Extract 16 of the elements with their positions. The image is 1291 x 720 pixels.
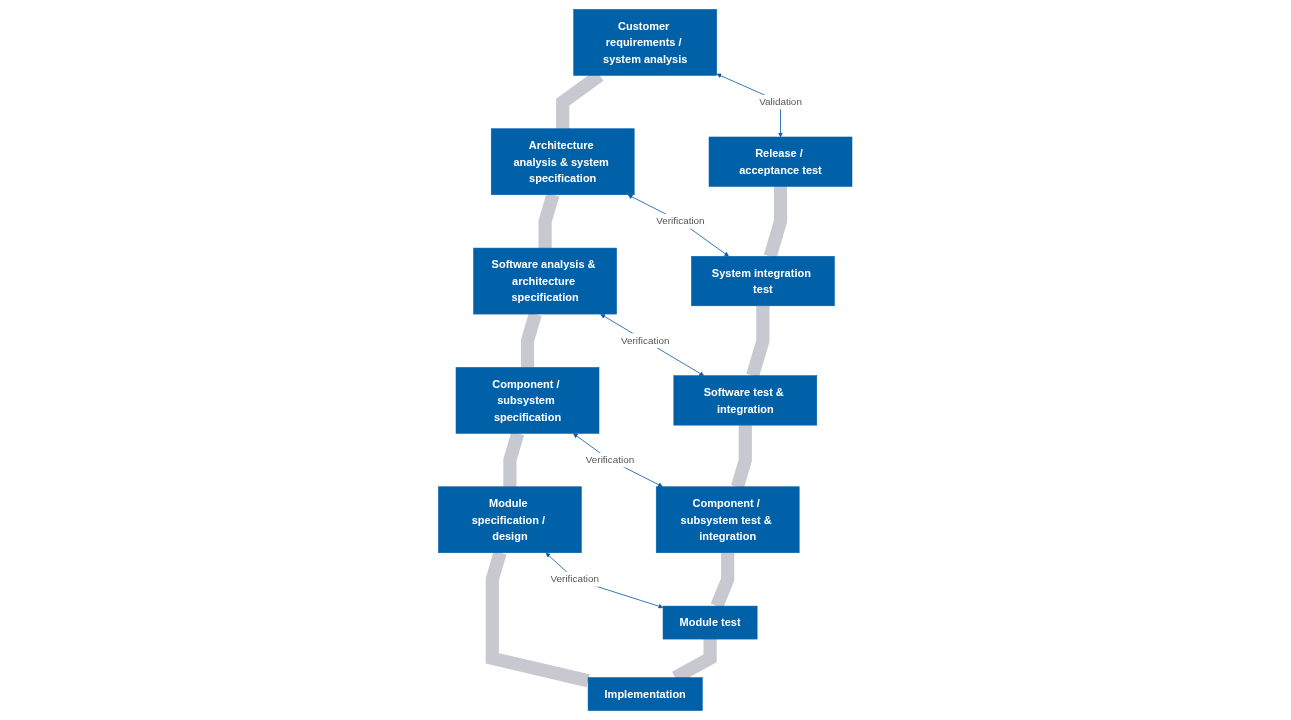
edge-label: Verification — [621, 334, 670, 346]
node-box: Release / acceptance test — [709, 136, 853, 187]
node-box: Software analysis & architecture specification — [473, 247, 618, 315]
edge-label: Verification — [550, 573, 600, 585]
edge-label: Verification — [586, 454, 635, 466]
node-box: Customer requirements / system analysis — [573, 9, 718, 76]
edge-label: Validation — [759, 96, 803, 108]
edge-label: Verification — [656, 215, 705, 227]
node-box: Architecture analysis & system specification — [491, 128, 635, 195]
node-box: Component / subsystem test & integration — [656, 486, 800, 554]
node-box: Implementation — [588, 677, 703, 711]
node-box: System integration test — [691, 256, 835, 307]
node-box: Module specification / design — [438, 486, 582, 554]
node-box: Component / subsystem specification — [456, 367, 600, 434]
node-box: Software test & integration — [673, 375, 818, 426]
node-box: Module test — [663, 605, 758, 640]
